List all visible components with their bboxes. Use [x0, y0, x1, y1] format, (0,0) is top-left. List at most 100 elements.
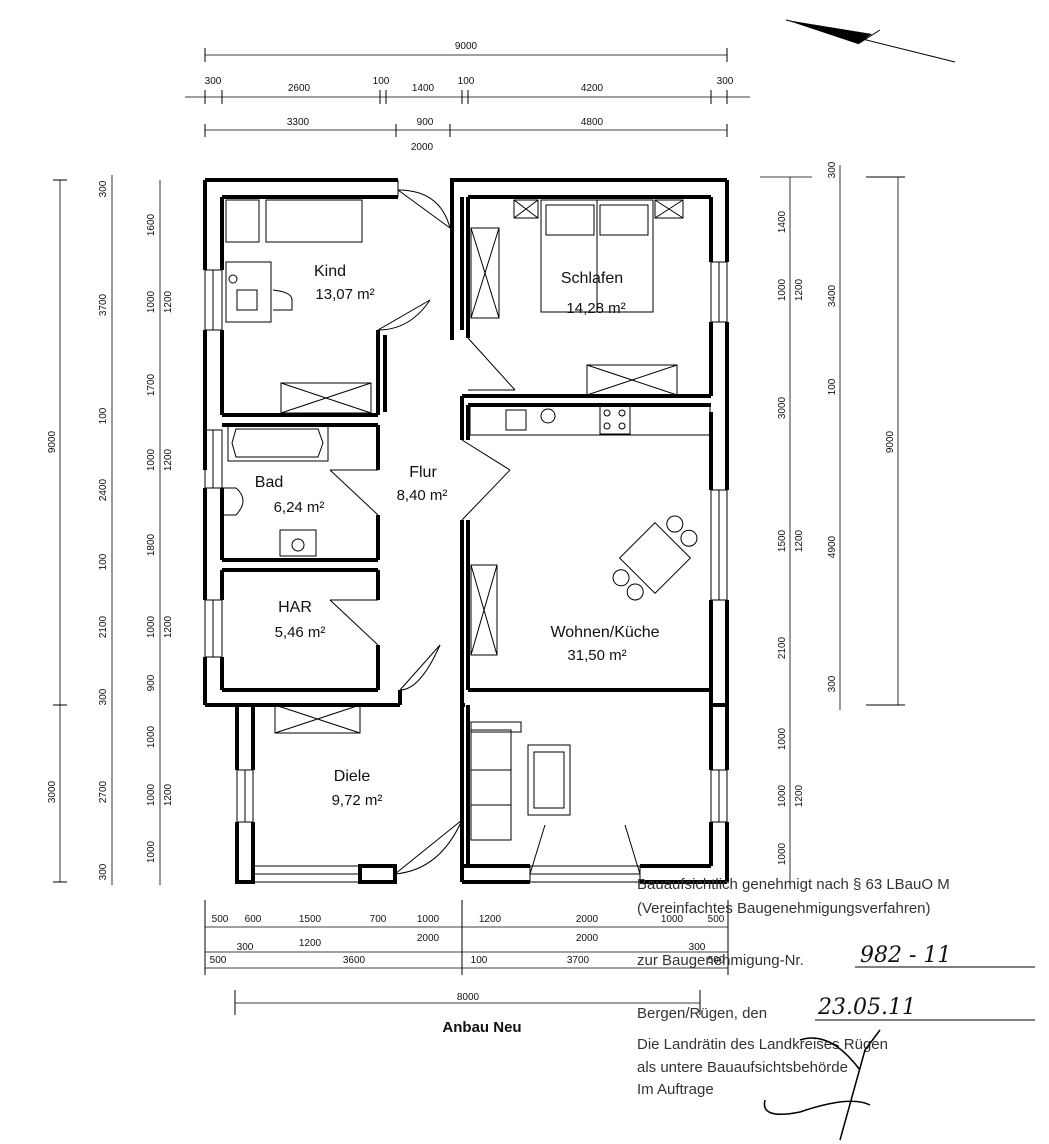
dim-label: 700 — [370, 914, 387, 925]
dim-label: 1200 — [163, 615, 174, 638]
dim-label: 1200 — [163, 448, 174, 471]
dim-label: 2600 — [288, 83, 311, 94]
dim-label: 900 — [417, 117, 434, 128]
room-name-flur: Flur — [409, 464, 437, 481]
stamp-date-label: Bergen/Rügen, den — [637, 1005, 767, 1022]
dim-label: 2400 — [98, 478, 109, 501]
dim-label: 1000 — [146, 448, 157, 471]
dim-label: 1800 — [146, 533, 157, 556]
stamp-line6: als untere Bauaufsichtsbehörde — [637, 1059, 848, 1076]
dim-label: 3400 — [827, 284, 838, 307]
dim-label: 100 — [827, 378, 838, 395]
plan-title: Anbau Neu — [442, 1019, 521, 1036]
dim-label: 1000 — [146, 725, 157, 748]
stamp-line5: Die Landrätin des Landkreises Rügen — [637, 1036, 888, 1053]
dim-label: 300 — [98, 688, 109, 705]
room-area-har: 5,46 m² — [275, 624, 326, 641]
dim-label: 2000 — [576, 914, 599, 925]
dim-label: 2000 — [417, 933, 440, 944]
dim-left-outer: 300 3700 100 2400 100 2100 300 2700 300 — [98, 180, 109, 880]
dim-label: 1000 — [417, 914, 440, 925]
dim-label: 1200 — [163, 783, 174, 806]
dim-label: 3300 — [287, 117, 310, 128]
stamp-permit-label: zur Baugenehmigung-Nr. — [637, 952, 804, 969]
dim-bottom-row1: 500 600 1500 700 1000 1200 2000 1000 500… — [212, 914, 725, 949]
dim-label: 500 — [212, 914, 229, 925]
stamp-line2: (Vereinfachtes Baugenehmigungsverfahren) — [637, 900, 931, 917]
dim-label: 300 — [827, 675, 838, 692]
dim-label: 1200 — [163, 290, 174, 313]
dim-label: 4200 — [581, 83, 604, 94]
stamp-line1: Bauaufsichtlich genehmigt nach § 63 LBau… — [637, 876, 950, 893]
dim-top-row2: 3300 900 4800 2000 — [287, 117, 604, 153]
dim-bottom-total: 8000 — [457, 992, 480, 1003]
dim-label: 2000 — [411, 142, 434, 153]
dim-label: 300 — [827, 161, 838, 178]
dim-right-total: 9000 — [885, 430, 896, 453]
dim-label: 300 — [237, 942, 254, 953]
dim-label: 300 — [717, 76, 734, 87]
dim-label: 3000 — [777, 396, 788, 419]
room-area-kind: 13,07 m² — [315, 286, 374, 303]
dim-label: 1000 — [146, 615, 157, 638]
doors — [329, 180, 641, 875]
dim-label: 100 — [471, 955, 488, 966]
room-name-kind: Kind — [314, 263, 346, 280]
dim-label: 300 — [205, 76, 222, 87]
dim-label: 900 — [146, 674, 157, 691]
dim-label: 100 — [98, 407, 109, 424]
room-name-bad: Bad — [255, 474, 283, 491]
dimension-bottom — [204, 900, 729, 1015]
stamp-date-value: 23.05.11 — [817, 995, 916, 1020]
dim-label: 1200 — [794, 278, 805, 301]
dim-label: 1200 — [794, 784, 805, 807]
dim-label: 100 — [458, 76, 475, 87]
room-name-wohnen-kueche: Wohnen/Küche — [550, 624, 659, 641]
dim-label: 300 — [689, 942, 706, 953]
dim-label: 100 — [98, 553, 109, 570]
dim-label: 2100 — [777, 636, 788, 659]
dim-label: 1500 — [299, 914, 322, 925]
dim-label: 1700 — [146, 373, 157, 396]
dim-label: 500 — [708, 955, 725, 966]
room-area-schlafen: 14,28 m² — [566, 300, 625, 317]
dim-label: 1400 — [777, 210, 788, 233]
dim-label: 1200 — [479, 914, 502, 925]
dim-top-total: 9000 — [455, 41, 478, 52]
walls — [203, 178, 729, 884]
north-arrow-icon — [785, 19, 956, 63]
dim-label: 300 — [98, 863, 109, 880]
dim-bottom-row2: 500 300 3600 100 3700 300 500 — [210, 942, 725, 966]
dim-label: 1200 — [299, 938, 322, 949]
dim-label: 4800 — [581, 117, 604, 128]
room-area-flur: 8,40 m² — [397, 487, 448, 504]
dim-label: 1500 — [777, 529, 788, 552]
room-area-bad: 6,24 m² — [274, 499, 325, 516]
dim-label: 300 — [98, 180, 109, 197]
dim-label: 1000 — [777, 727, 788, 750]
dim-right-outer: 300 3400 100 4900 300 — [827, 161, 838, 692]
room-area-wohnen-kueche: 31,50 m² — [567, 647, 626, 664]
dim-label: 1000 — [146, 783, 157, 806]
dim-left-lower-total: 3000 — [47, 780, 58, 803]
dim-label: 3700 — [567, 955, 590, 966]
dim-label: 1000 — [146, 290, 157, 313]
stamp-line7: Im Auftrage — [637, 1081, 714, 1098]
dimension-left — [53, 175, 161, 885]
signature-icon — [763, 1029, 881, 1141]
dim-label: 2700 — [98, 780, 109, 803]
dim-label: 2100 — [98, 615, 109, 638]
dim-left-total: 9000 — [47, 430, 58, 453]
furniture — [221, 199, 711, 841]
dimension-right — [760, 165, 905, 882]
dim-label: 1000 — [661, 914, 684, 925]
dim-label: 4900 — [827, 535, 838, 558]
room-name-schlafen: Schlafen — [561, 270, 623, 287]
room-name-har: HAR — [278, 599, 312, 616]
room-labels: Kind 13,07 m² Schlafen 14,28 m² Bad 6,24… — [255, 263, 660, 809]
dim-label: 500 — [210, 955, 227, 966]
dim-label: 1600 — [146, 213, 157, 236]
room-name-diele: Diele — [334, 768, 371, 785]
stamp-permit-number: 982 - 11 — [860, 943, 951, 968]
